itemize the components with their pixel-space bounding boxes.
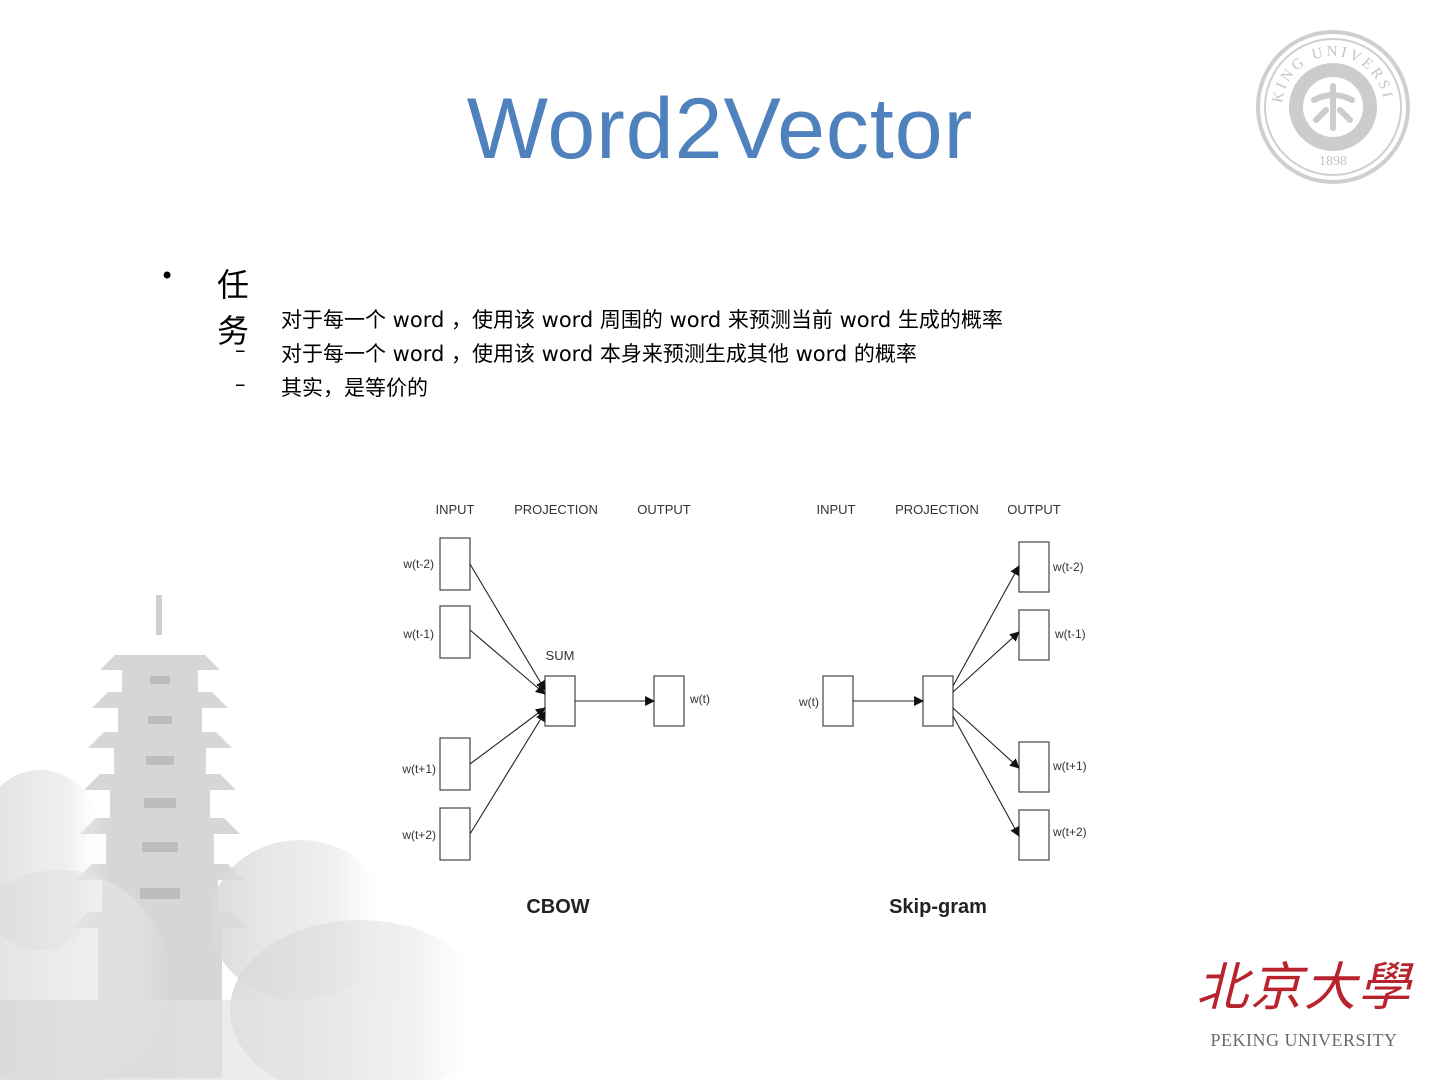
cbow-output-label: w(t) <box>689 692 710 706</box>
skipgram-input-label: w(t) <box>798 695 819 709</box>
skipgram-output-label: w(t+1) <box>1052 759 1087 773</box>
skipgram-input-box <box>822 675 854 727</box>
cbow-projection-label: SUM <box>546 648 575 663</box>
skipgram-header-input: INPUT <box>817 502 856 517</box>
bullet-heading: 任务 <box>217 266 250 350</box>
cbow-input-box <box>439 605 471 659</box>
cbow-input-label: w(t-1) <box>402 627 434 641</box>
skipgram-arrow <box>952 565 1020 687</box>
cbow-output-box <box>653 675 685 727</box>
skipgram-caption: Skip-gram <box>889 896 987 918</box>
skipgram-output-box <box>1018 609 1050 661</box>
peking-university-seal-logo: PEKING UNIVERSITY 1898 <box>1254 28 1410 184</box>
sub-bullet-text: 其实，是等价的 <box>281 376 428 400</box>
sub-bullet-text: 对于每一个 word ，使用该 word 本身来预测生成其他 word 的概率 <box>281 342 917 366</box>
cbow-header-output: OUTPUT <box>637 502 691 517</box>
cbow-input-label: w(t+1) <box>401 762 436 776</box>
cbow-input-label: w(t-2) <box>402 557 434 571</box>
peking-university-wordmark-logo: 北京大學 PEKING UNIVERSITY <box>1196 962 1412 1058</box>
skipgram-projection-box <box>922 675 954 727</box>
skipgram-output-label: w(t-2) <box>1052 560 1084 574</box>
cbow-arrow <box>469 707 546 765</box>
slide-title: Word2Vector <box>466 81 974 177</box>
brand-english-name: PEKING UNIVERSITY <box>1210 1030 1398 1050</box>
skipgram-arrow <box>952 715 1020 837</box>
cbow-input-label: w(t+2) <box>401 828 436 842</box>
sub-bullet-marker: – <box>235 372 246 396</box>
word2vec-architecture-diagram: INPUT PROJECTION OUTPUT w(t-2) w(t-1) w(… <box>401 502 1087 918</box>
seal-year: 1898 <box>1319 154 1347 169</box>
sub-bullet-marker: – <box>235 304 246 328</box>
sub-bullet-text: 对于每一个 word ，使用该 word 周围的 word 来预测当前 word… <box>281 308 1003 332</box>
skipgram-output-box <box>1018 741 1050 793</box>
cbow-input-box <box>439 537 471 591</box>
cbow-projection-box <box>544 675 576 727</box>
skipgram-output-label: w(t-1) <box>1054 627 1086 641</box>
cbow-caption: CBOW <box>526 896 589 918</box>
bullet-marker: • <box>160 262 175 290</box>
cbow-arrow <box>469 711 546 835</box>
cbow-arrow <box>469 629 546 695</box>
skipgram-output-box <box>1018 809 1050 861</box>
skipgram-header-projection: PROJECTION <box>895 502 979 517</box>
cbow-header-input: INPUT <box>436 502 475 517</box>
cbow-arrow <box>469 563 546 691</box>
skipgram-output-label: w(t+2) <box>1052 825 1087 839</box>
cbow-input-box <box>439 807 471 861</box>
brand-chinese-name: 北京大學 <box>1196 958 1413 1018</box>
pagoda-background-illustration <box>0 595 470 1080</box>
sub-bullet-marker: – <box>235 338 246 362</box>
skipgram-arrow <box>952 631 1020 693</box>
skipgram-header-output: OUTPUT <box>1007 502 1061 517</box>
skipgram-output-box <box>1018 541 1050 593</box>
skipgram-arrow <box>952 707 1020 769</box>
cbow-header-projection: PROJECTION <box>514 502 598 517</box>
cbow-input-box <box>439 737 471 791</box>
